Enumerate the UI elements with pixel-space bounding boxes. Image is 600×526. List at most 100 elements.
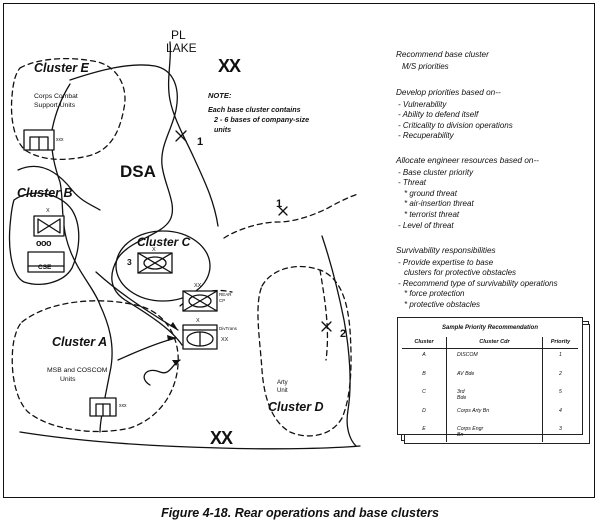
sidebar-section-4-item: * protective obstacles (404, 299, 481, 309)
label-div-trains-xx: XX (221, 337, 229, 343)
label-lake: LAKE (166, 41, 197, 55)
sidebar-section-2: Develop priorities based on-- - Vulnerab… (396, 88, 513, 142)
sidebar-section-2-item: - Ability to defend itself (398, 110, 479, 120)
sidebar-section-4-item: clusters for protective obstacles (404, 268, 517, 278)
sidebar-section-4-heading: Survivability responsibilities (396, 246, 496, 255)
label-pl: PL (171, 28, 186, 42)
header-cluster-cdr: Cluster Cdr (446, 337, 543, 349)
label-rear-cp-2: CP (219, 298, 226, 303)
note-title: NOTE: (208, 91, 232, 100)
sidebar-section-3-item: * terrorist threat (404, 209, 460, 219)
label-cluster-b-ooo: ooo (36, 238, 52, 248)
label-cluster-d: Cluster D (268, 400, 324, 414)
row-cdr-line1: DISCOM (457, 352, 478, 358)
label-cluster-a-sub1: MSB and COSCOM (47, 367, 108, 374)
label-cluster-a: Cluster A (52, 335, 108, 349)
sidebar-section-1-heading: Recommend base cluster (396, 50, 489, 59)
row-cdr-line2: Bde (457, 395, 467, 401)
row-cluster: E (422, 426, 426, 432)
phase-line-pl (167, 41, 219, 227)
sidebar-section-2-item: - Vulnerability (398, 99, 447, 109)
label-cluster-b: Cluster B (17, 186, 73, 200)
row-priority: 2 (559, 370, 562, 377)
label-rear-cp-1: REAR (219, 292, 232, 297)
row-cluster: D (422, 407, 426, 414)
arrow-a-to-trains (117, 337, 177, 361)
row-priority: 4 (559, 407, 562, 414)
figure-caption: Figure 4-18. Rear operations and base cl… (161, 506, 439, 520)
label-boundary-1: 1 (197, 136, 204, 148)
label-cse: CSE (38, 264, 52, 271)
row-cdr-line2: Bn (457, 432, 464, 438)
cluster-e-outline (10, 57, 126, 160)
header-priority: Priority (542, 337, 578, 349)
label-division-boundary-bottom: XX (210, 428, 233, 448)
row-cdr-line1: AV Bde (457, 370, 475, 377)
label-phase-1: 1 (276, 198, 283, 210)
row-cdr: DISCOM (446, 348, 543, 368)
sidebar-section-2-heading: Develop priorities based on-- (396, 88, 501, 97)
note-line-1: Each base cluster contains (208, 105, 301, 114)
label-cluster-a-echelon: xxx (119, 403, 127, 409)
sidebar-section-1-item: M/S priorities (402, 61, 449, 71)
table-row: B AV Bde 2 (402, 367, 578, 386)
sidebar-section-3-item: - Base cluster priority (398, 167, 474, 177)
sidebar-section-4-item: - Provide expertise to base (398, 257, 494, 267)
priority-table-title: Sample Priority Recommendation (441, 325, 539, 331)
priority-recommendation-card: Sample Priority Recommendation Cluster C… (397, 317, 583, 442)
label-cluster-c-echelon: X (152, 247, 156, 253)
arrow-b-to-trains (95, 271, 179, 331)
dsa-outline (69, 64, 183, 346)
table-row: A DISCOM 1 (402, 348, 578, 368)
priority-table: Cluster Cluster Cdr Priority A DISCOM 1 … (402, 337, 578, 442)
row-cluster: A (422, 352, 426, 358)
sidebar-section-3-item: * air-insertion threat (404, 199, 474, 209)
label-cluster-c: Cluster C (137, 235, 191, 249)
phase-line-1 (223, 193, 359, 239)
label-rear-cp-echelon: XX (194, 283, 202, 289)
cluster-b-outline (8, 192, 80, 285)
cluster-c-outline (115, 230, 211, 302)
row-cdr-line1: Corps Engr (457, 426, 484, 432)
label-arty-1: Arty (277, 380, 288, 386)
header-cluster: Cluster (402, 337, 447, 349)
boundary-curve-west (17, 165, 101, 211)
row-cluster: B (422, 370, 426, 377)
division-boundary-south (19, 431, 361, 450)
label-cluster-a-sub2: Units (60, 376, 76, 383)
figure-frame (3, 3, 595, 498)
label-cluster-e: Cluster E (34, 61, 89, 75)
sidebar-section-1: Recommend base cluster M/S priorities (396, 50, 489, 72)
label-cluster-c-number: 3 (127, 257, 132, 267)
cluster-b-cse-symbol (27, 251, 65, 273)
sidebar-section-3-item: - Threat (398, 178, 427, 188)
label-cluster-e-sub1: Corps Combat (34, 93, 78, 100)
cluster-a-outline (11, 300, 179, 433)
sidebar-section-4-item: * force protection (404, 289, 465, 299)
sidebar-section-3-item: * ground threat (404, 188, 457, 198)
row-cdr: AV Bde (446, 367, 543, 386)
row-priority: 1 (559, 352, 562, 358)
label-div-trains-echelon: X (196, 318, 200, 324)
sidebar-section-4: Survivability responsibilities - Provide… (396, 246, 558, 311)
row-cluster: C (422, 389, 426, 395)
sidebar-section-4-item: - Recommend type of survivability operat… (398, 278, 558, 288)
note-line-2: 2 - 6 bases of company-size (214, 115, 310, 124)
sidebar-section-3-heading: Allocate engineer resources based on-- (396, 156, 539, 165)
label-cluster-b-echelon: X (46, 208, 50, 214)
sidebar-section-2-item: - Criticality to division operations (398, 120, 513, 130)
row-cdr-line1: 3rd (457, 389, 465, 395)
row-priority: 5 (559, 389, 562, 395)
label-cluster-e-sub2: Support Units (34, 102, 76, 109)
row-cdr: Corps Arty Bn (446, 404, 543, 423)
note-line-3: units (214, 125, 232, 134)
label-dsa: DSA (120, 162, 156, 181)
label-div-trans: DivTrans (219, 326, 237, 331)
label-division-boundary-top: XX (218, 56, 241, 76)
sidebar-section-3-item: - Level of threat (398, 220, 454, 230)
